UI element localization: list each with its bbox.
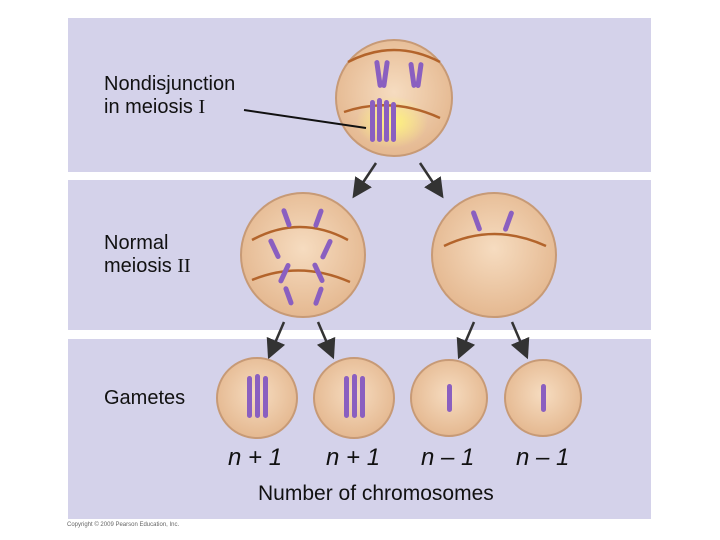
gamete-count-1: n + 1 — [228, 444, 283, 471]
spindle-fiber — [251, 225, 349, 242]
spindle-fiber — [443, 232, 547, 248]
arrow — [316, 321, 336, 360]
spindle-fiber — [251, 269, 351, 284]
arrow — [510, 321, 530, 360]
arrow — [418, 162, 444, 199]
chromosomes — [268, 208, 333, 306]
gamete-count-2: n + 1 — [326, 444, 381, 471]
gamete-2 — [313, 357, 395, 439]
gametes-label: Gametes — [104, 387, 186, 409]
nondisjunction-label: Nondisjunction in meiosis I — [104, 73, 236, 118]
arrow — [266, 321, 286, 360]
gamete-4 — [504, 359, 582, 437]
arrow — [352, 162, 378, 199]
gamete-count-3: n – 1 — [421, 444, 475, 471]
gamete-3 — [410, 359, 488, 437]
meiosis-2-cell-left — [240, 192, 366, 318]
spindle-fiber — [347, 48, 441, 64]
copyright-notice: Copyright © 2009 Pearson Education, Inc. — [67, 522, 180, 528]
arrow — [456, 321, 476, 360]
chromosome-pair — [374, 60, 424, 88]
gamete-count-4: n – 1 — [516, 444, 570, 471]
chromosome-count-label: Number of chromosomes — [258, 482, 494, 505]
pointer-line — [243, 109, 367, 129]
chromosomes — [471, 210, 514, 232]
parent-cell — [335, 39, 453, 157]
normal-meiosis-label: Normal meiosis II — [104, 232, 191, 277]
nondisjoined-chromosomes — [370, 98, 396, 142]
gamete-1 — [216, 357, 298, 439]
meiosis-2-cell-right — [431, 192, 557, 318]
